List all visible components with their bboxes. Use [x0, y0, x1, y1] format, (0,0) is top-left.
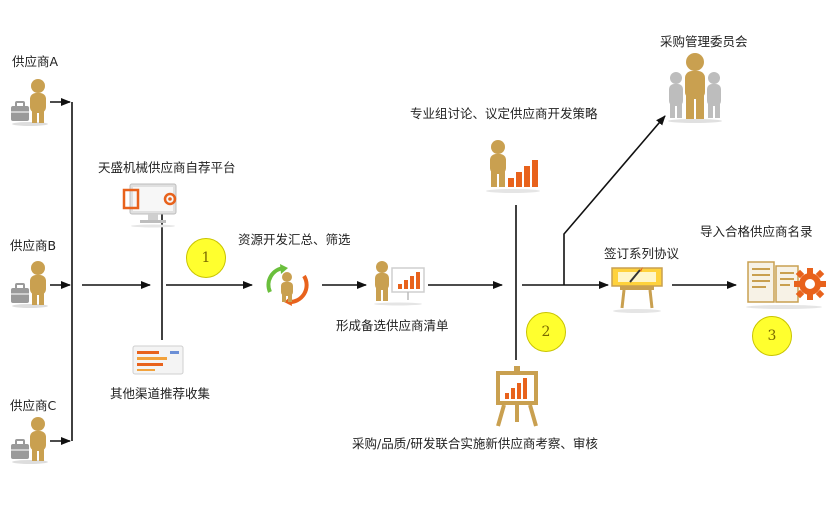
agreements-label: 签订系列协议: [604, 246, 680, 261]
presenter-board-icon: [374, 261, 425, 306]
committee-group-icon: [668, 53, 722, 123]
audit-label: 采购/品质/研发联合实施新供应商考察、审核: [352, 436, 598, 451]
committee-label: 采购管理委员会: [660, 34, 748, 49]
supplier-a-label: 供应商A: [12, 54, 59, 69]
strategy-label: 专业组讨论、议定供应商开发策略: [410, 106, 598, 121]
channel-card-icon: [132, 345, 184, 375]
cycle-person-icon: [266, 264, 309, 306]
qualified-list-label: 导入合格供应商名录: [700, 224, 813, 239]
supplier-c-icon: [11, 417, 48, 464]
supplier-c-label: 供应商C: [10, 398, 57, 413]
supplier-b-label: 供应商B: [10, 238, 57, 253]
easel-chart-icon: [496, 366, 538, 427]
supplier-a-icon: [11, 79, 48, 126]
growth-chart-person-icon: [486, 140, 540, 193]
step-1-badge: 1: [186, 238, 226, 278]
documents-gear-icon: [746, 261, 826, 309]
collect-filter-label: 资源开发汇总、筛选: [238, 232, 351, 247]
signing-desk-icon: [611, 267, 663, 313]
arrow-to-committee: [563, 115, 666, 285]
step-2-badge: 2: [526, 312, 566, 352]
shortlist-label: 形成备选供应商清单: [336, 318, 449, 333]
step-3-badge: 3: [752, 316, 792, 356]
monitor-icon: [122, 183, 177, 228]
platform-label: 天盛机械供应商自荐平台: [98, 160, 236, 175]
other-channels-label: 其他渠道推荐收集: [110, 386, 211, 401]
supplier-b-icon: [11, 261, 48, 308]
